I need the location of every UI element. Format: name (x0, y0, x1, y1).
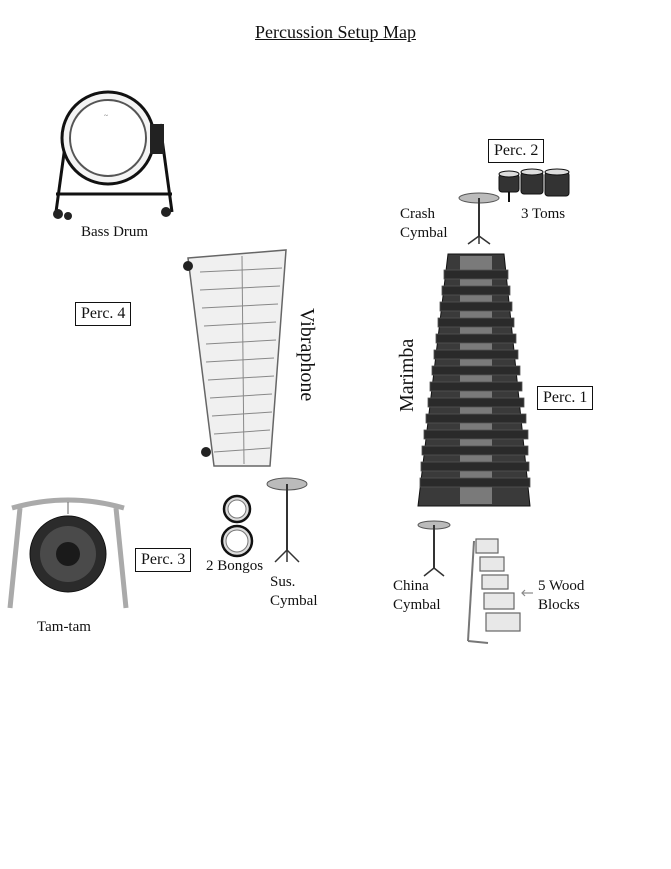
crash-cymbal-label-2: Cymbal (400, 225, 448, 241)
tamtam-label: Tam-tam (37, 619, 91, 635)
toms-icon (498, 168, 570, 202)
wood-blocks-icon (467, 538, 521, 644)
perc-4-label: Perc. 4 (75, 302, 132, 326)
marimba-icon (417, 253, 531, 507)
toms-label: 3 Toms (521, 206, 566, 222)
wood-blocks-label-1: 5 Wood (538, 578, 585, 594)
china-cymbal-icon (417, 520, 451, 577)
perc-2-label: Perc. 2 (488, 139, 545, 163)
page-title: Percussion Setup Map (255, 22, 416, 42)
bongos-icon (220, 494, 254, 558)
sus-cymbal-label-2: Cymbal (270, 593, 318, 609)
svg-text:~: ~ (104, 112, 108, 120)
china-cymbal-label-1: China (393, 578, 429, 594)
sus-cymbal-label-1: Sus. (270, 574, 296, 590)
perc-3-label: Perc. 3 (135, 548, 192, 572)
bass-drum-label: Bass Drum (81, 224, 149, 240)
sus-cymbal-icon (266, 477, 308, 563)
bongos-label: 2 Bongos (206, 558, 264, 574)
tamtam-icon (7, 497, 129, 609)
bass-drum-icon: ~ (53, 90, 174, 220)
wood-blocks-label-2: Blocks (538, 597, 580, 613)
arrow-left-icon (521, 589, 533, 597)
marimba-label: Marimba (396, 338, 418, 412)
crash-cymbal-label-1: Crash (400, 206, 435, 222)
vibraphone-icon (183, 249, 287, 467)
china-cymbal-label-2: Cymbal (393, 597, 441, 613)
perc-1-label: Perc. 1 (537, 386, 594, 410)
crash-cymbal-icon (458, 192, 500, 245)
vibraphone-label: Vibraphone (296, 308, 318, 402)
